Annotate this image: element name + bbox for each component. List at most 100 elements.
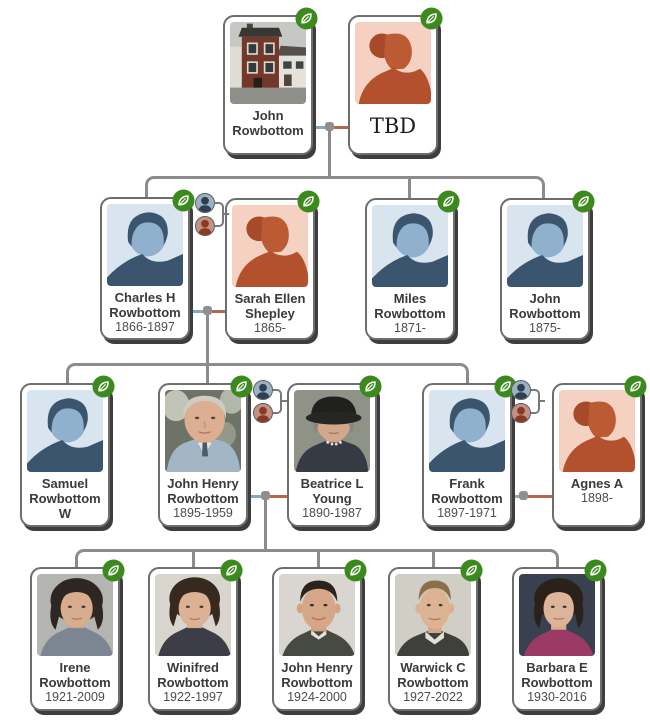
children-bracket-gen2 bbox=[145, 176, 545, 198]
mini-female-avatar-icon bbox=[253, 403, 273, 423]
mini-male-avatar-icon bbox=[195, 193, 215, 213]
couple-bracket-stub bbox=[540, 400, 545, 402]
person-name: Barbara E Rowbottom bbox=[521, 660, 593, 690]
drop-line-warwick bbox=[432, 549, 435, 567]
house-photo bbox=[230, 22, 306, 104]
person-card-samuel-rowbottom-w[interactable]: Samuel Rowbottom W bbox=[20, 383, 110, 527]
person-name: Frank Rowbottom bbox=[431, 476, 503, 506]
person-card-john-rowbottom-1875[interactable]: John Rowbottom 1875- bbox=[500, 198, 590, 340]
male-avatar bbox=[107, 204, 183, 286]
expand-couple-parents-icon[interactable] bbox=[195, 193, 229, 239]
person-name: Warwick C Rowbottom bbox=[397, 660, 469, 690]
person-card-sarah-ellen-shepley[interactable]: Sarah Ellen Shepley 1865- bbox=[225, 198, 315, 340]
female-avatar bbox=[355, 22, 431, 104]
hint-leaf-icon[interactable] bbox=[295, 7, 318, 30]
portrait-photo bbox=[165, 390, 241, 472]
mini-female-avatar-icon bbox=[195, 216, 215, 236]
couple-bracket-stub bbox=[224, 213, 229, 215]
hint-leaf-icon[interactable] bbox=[297, 190, 320, 213]
spouse-line-paternal-gen3b bbox=[511, 495, 521, 498]
spouse-line-maternal-gen3b bbox=[528, 495, 553, 498]
person-card-irene-rowbottom[interactable]: Irene Rowbottom 1921-2009 bbox=[30, 567, 120, 711]
male-avatar bbox=[372, 205, 448, 287]
spouse-line-paternal-gen3a bbox=[246, 495, 262, 498]
person-dates: 1927-2022 bbox=[403, 690, 463, 704]
portrait-photo bbox=[37, 574, 113, 656]
spouse-line-paternal-gen1 bbox=[311, 126, 326, 129]
portrait-photo bbox=[519, 574, 595, 656]
person-name: Agnes A bbox=[570, 476, 624, 491]
person-name: Irene Rowbottom bbox=[39, 660, 111, 690]
portrait-photo bbox=[395, 574, 471, 656]
couple-node-gen3b bbox=[519, 491, 528, 500]
spouse-line-maternal-gen1 bbox=[334, 126, 349, 129]
person-card-charles-h-rowbottom[interactable]: Charles H Rowbottom 1866-1897 bbox=[100, 197, 190, 340]
portrait-photo bbox=[155, 574, 231, 656]
person-dates: 1898- bbox=[581, 491, 613, 505]
female-avatar bbox=[232, 205, 308, 287]
person-card-warwick-c-rowbottom[interactable]: Warwick C Rowbottom 1927-2022 bbox=[388, 567, 478, 711]
descent-line-gen2 bbox=[206, 313, 209, 383]
person-card-agnes-a[interactable]: Agnes A 1898- bbox=[552, 383, 642, 527]
portrait-photo bbox=[294, 390, 370, 472]
person-name: Samuel Rowbottom W bbox=[29, 476, 101, 521]
hint-leaf-icon[interactable] bbox=[584, 559, 607, 582]
person-dates: 1897-1971 bbox=[437, 506, 497, 520]
person-dates: 1865- bbox=[254, 321, 286, 335]
hint-leaf-icon[interactable] bbox=[102, 559, 125, 582]
person-name: Beatrice L Young bbox=[300, 476, 364, 506]
person-dates: 1922-1997 bbox=[163, 690, 223, 704]
hint-leaf-icon[interactable] bbox=[220, 559, 243, 582]
person-dates: 1921-2009 bbox=[45, 690, 105, 704]
person-name: Miles Rowbottom bbox=[374, 291, 446, 321]
hint-leaf-icon[interactable] bbox=[572, 190, 595, 213]
person-card-john-henry-rowbottom-jr[interactable]: John Henry Rowbottom 1924-2000 bbox=[272, 567, 362, 711]
hint-leaf-icon[interactable] bbox=[624, 375, 647, 398]
mini-male-avatar-icon bbox=[253, 380, 273, 400]
spouse-line-paternal-gen2 bbox=[188, 310, 204, 313]
person-dates: 1890-1987 bbox=[302, 506, 362, 520]
mini-male-avatar-icon bbox=[511, 380, 531, 400]
hint-leaf-icon[interactable] bbox=[460, 559, 483, 582]
descent-line-gen1 bbox=[328, 129, 331, 177]
couple-node-gen1 bbox=[325, 122, 334, 131]
person-dates: 1875- bbox=[529, 321, 561, 335]
hint-leaf-icon[interactable] bbox=[230, 375, 253, 398]
male-avatar bbox=[27, 390, 103, 472]
expand-couple-parents-icon[interactable] bbox=[511, 380, 545, 426]
descent-line-gen3 bbox=[264, 498, 267, 550]
person-card-beatrice-l-young[interactable]: Beatrice L Young 1890-1987 bbox=[287, 383, 377, 527]
spouse-line-maternal-gen3a bbox=[270, 495, 288, 498]
person-card-john-henry-rowbottom[interactable]: John Henry Rowbottom 1895-1959 bbox=[158, 383, 248, 527]
person-card-winifred-rowbottom[interactable]: Winifred Rowbottom 1922-1997 bbox=[148, 567, 238, 711]
person-card-miles-rowbottom[interactable]: Miles Rowbottom 1871- bbox=[365, 198, 455, 340]
drop-line-miles bbox=[408, 176, 411, 198]
person-dates: 1930-2016 bbox=[527, 690, 587, 704]
person-card-frank-rowbottom[interactable]: Frank Rowbottom 1897-1971 bbox=[422, 383, 512, 527]
hint-leaf-icon[interactable] bbox=[172, 189, 195, 212]
person-dates: 1871- bbox=[394, 321, 426, 335]
spouse-line-maternal-gen2 bbox=[212, 310, 226, 313]
person-name: Winifred Rowbottom bbox=[157, 660, 229, 690]
person-name: John Henry Rowbottom bbox=[281, 660, 353, 690]
hint-leaf-icon[interactable] bbox=[437, 190, 460, 213]
person-card-barbara-e-rowbottom[interactable]: Barbara E Rowbottom 1930-2016 bbox=[512, 567, 602, 711]
children-bracket-gen3 bbox=[66, 363, 469, 383]
drop-line-john-henry-jr bbox=[317, 549, 320, 567]
person-name: Sarah Ellen Shepley bbox=[234, 291, 306, 321]
hint-leaf-icon[interactable] bbox=[359, 375, 382, 398]
hint-leaf-icon[interactable] bbox=[420, 7, 443, 30]
person-dates: 1924-2000 bbox=[287, 690, 347, 704]
person-card-tbd[interactable]: TBD bbox=[348, 15, 438, 155]
hint-leaf-icon[interactable] bbox=[344, 559, 367, 582]
person-card-john-rowbottom-sr[interactable]: John Rowbottom bbox=[223, 15, 313, 155]
mini-female-avatar-icon bbox=[511, 403, 531, 423]
portrait-photo bbox=[279, 574, 355, 656]
expand-couple-parents-icon[interactable] bbox=[253, 380, 287, 426]
male-avatar bbox=[429, 390, 505, 472]
person-dates: 1895-1959 bbox=[173, 506, 233, 520]
couple-node-gen3a bbox=[261, 491, 270, 500]
person-name: Charles H Rowbottom bbox=[109, 290, 181, 320]
hint-leaf-icon[interactable] bbox=[92, 375, 115, 398]
